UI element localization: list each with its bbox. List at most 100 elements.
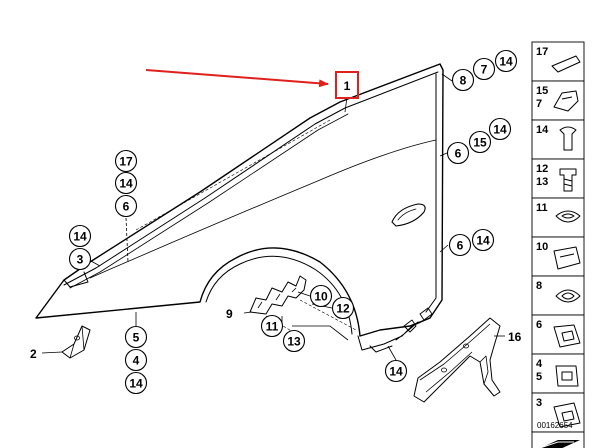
side-indicator-slot-inner bbox=[397, 208, 417, 221]
callout-bubble-6: 6 bbox=[448, 233, 472, 257]
callout-circle bbox=[124, 371, 148, 395]
callout-number: 6 bbox=[123, 199, 130, 213]
side-indicator-slot bbox=[391, 203, 426, 227]
fastener-part-drawing bbox=[559, 168, 577, 192]
callout-bubble-17: 17 bbox=[114, 149, 138, 173]
callout-circle bbox=[451, 68, 475, 92]
side-panel-cell: 8 bbox=[531, 275, 585, 316]
callout-circle bbox=[114, 171, 138, 195]
callout-bubble-11: 11 bbox=[260, 314, 284, 338]
side-panel-part-number: 13 bbox=[536, 176, 548, 188]
callout-bubble-14: 14 bbox=[114, 171, 138, 195]
callout-circle bbox=[309, 284, 333, 308]
callout-circle bbox=[494, 49, 518, 73]
side-panel-cell: 6 bbox=[531, 314, 585, 355]
callout-number: 14 bbox=[493, 122, 507, 136]
callout-bubble-4: 4 bbox=[124, 348, 148, 372]
callout-bubble-15: 15 bbox=[468, 130, 492, 154]
callout-circle bbox=[68, 224, 92, 248]
fastener-part-drawing bbox=[553, 324, 581, 348]
side-panel-cell: 14 bbox=[531, 119, 585, 160]
fender-rear-flange bbox=[425, 73, 437, 313]
fastener-part-drawing bbox=[555, 210, 581, 223]
callout-label-2: 2 bbox=[30, 347, 37, 361]
side-panel-part-number: 12 bbox=[536, 163, 548, 175]
side-panel-cell: 11 bbox=[531, 197, 585, 238]
callout-bubble-6: 6 bbox=[446, 141, 470, 165]
callout-bubble-3: 3 bbox=[68, 247, 92, 271]
callout-number: 14 bbox=[129, 376, 143, 390]
red-pointer-arrow bbox=[145, 69, 329, 88]
callout-circle bbox=[124, 348, 148, 372]
legend-arrow-highlight bbox=[539, 441, 574, 448]
side-panel-cell-border bbox=[531, 119, 585, 160]
callout-number: 11 bbox=[266, 319, 279, 333]
callout-circle bbox=[472, 57, 496, 81]
front-mount-bracket bbox=[61, 325, 91, 359]
side-panel-part-number: 15 bbox=[536, 85, 548, 97]
fender-wheel-arch-flange bbox=[205, 255, 353, 335]
callout-circle bbox=[331, 296, 355, 320]
side-panel-part-number: 10 bbox=[536, 241, 548, 253]
callout-number: 14 bbox=[73, 229, 87, 243]
side-panel-cell: 45 bbox=[531, 353, 585, 394]
side-panel-part-number: 17 bbox=[536, 46, 548, 58]
callout-bubble-5: 5 bbox=[124, 325, 148, 349]
fastener-part-drawing bbox=[555, 289, 581, 303]
fender-outline bbox=[35, 63, 444, 337]
callout-circle bbox=[468, 130, 492, 154]
callout-number: 14 bbox=[476, 233, 490, 247]
support-bracket bbox=[413, 317, 501, 403]
side-panel-part-number: 14 bbox=[536, 124, 549, 136]
fastener-part-drawing bbox=[553, 246, 581, 270]
side-panel-part-number: 8 bbox=[536, 280, 542, 292]
callout-circle bbox=[471, 228, 495, 252]
callout-bubble-14: 14 bbox=[68, 224, 92, 248]
fastener-part-drawing bbox=[555, 365, 579, 387]
callout-number: 14 bbox=[499, 54, 513, 68]
callout-number: 8 bbox=[460, 73, 467, 87]
callout-bubble-14: 14 bbox=[488, 117, 512, 141]
fender-character-line bbox=[89, 139, 437, 279]
callout-circle bbox=[68, 247, 92, 271]
side-panel-cell: 17 bbox=[531, 41, 585, 82]
callout-bubble-6: 6 bbox=[114, 194, 138, 218]
callout-bubble-12: 12 bbox=[331, 296, 355, 320]
fastener-part-drawing bbox=[559, 126, 577, 151]
callout-bubble-14: 14 bbox=[384, 359, 408, 383]
callout-bubble-7: 7 bbox=[472, 57, 496, 81]
fastener-part-drawing bbox=[553, 402, 581, 428]
callout-circle bbox=[282, 329, 306, 353]
side-panel-cell: 157 bbox=[531, 80, 585, 121]
callout-label-9: 9 bbox=[226, 307, 233, 321]
callout-number: 13 bbox=[287, 334, 301, 348]
side-panel-cell: 3 bbox=[531, 392, 585, 433]
fender-lower-clips bbox=[403, 307, 433, 333]
side-panel-part-number: 6 bbox=[536, 319, 542, 331]
callout-number: 3 bbox=[77, 252, 84, 266]
side-panel-cell-border bbox=[531, 158, 585, 199]
callout-circle bbox=[448, 233, 472, 257]
diagram-id: 00162654 bbox=[537, 421, 573, 430]
callout-circle bbox=[114, 194, 138, 218]
callout-number: 5 bbox=[133, 330, 140, 344]
fender-front-tab bbox=[63, 271, 89, 288]
callout-number: 14 bbox=[389, 364, 403, 378]
callout-bubble-13: 13 bbox=[282, 329, 306, 353]
callout-bubble-14: 14 bbox=[494, 49, 518, 73]
fastener-part-drawing bbox=[551, 55, 581, 73]
callout-circle bbox=[488, 117, 512, 141]
callout-number: 7 bbox=[481, 62, 488, 76]
callout-bubble-14: 14 bbox=[471, 228, 495, 252]
callout-circle bbox=[114, 149, 138, 173]
callout-number: 14 bbox=[119, 176, 133, 190]
callout-label-16: 16 bbox=[508, 330, 522, 344]
callout-number: 15 bbox=[473, 135, 487, 149]
callout-bubble-14: 14 bbox=[124, 371, 148, 395]
callout-number: 4 bbox=[133, 353, 140, 367]
